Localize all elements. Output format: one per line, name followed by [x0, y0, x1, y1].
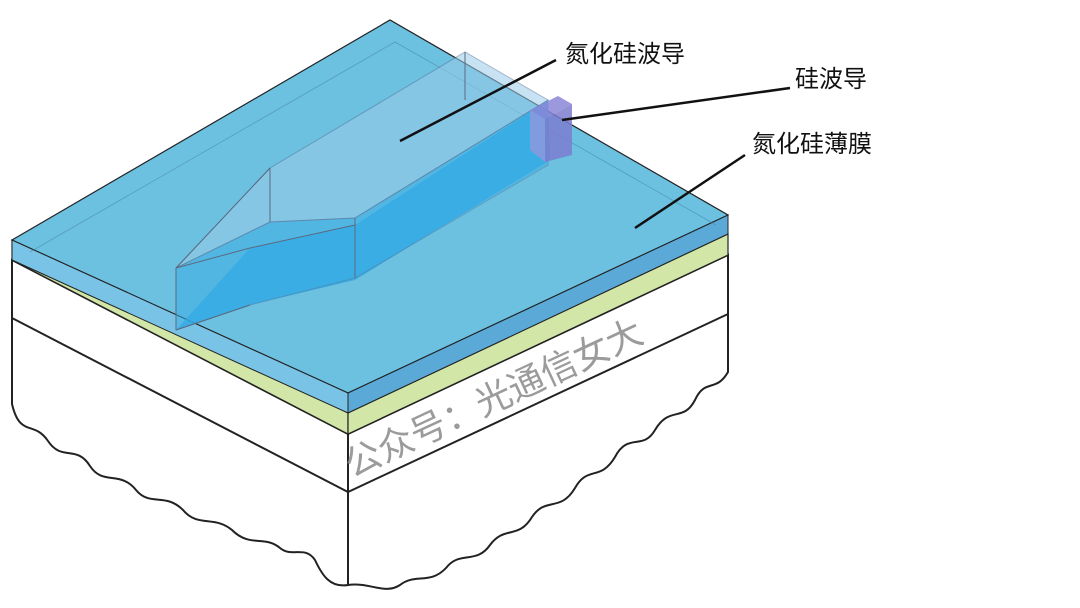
- waveguide-edges: [175, 52, 466, 331]
- si-waveguide-top: [530, 96, 572, 119]
- si-waveguide-side: [530, 110, 545, 162]
- cladding-inner-edges: [29, 41, 717, 253]
- sin-waveguide-block: [175, 51, 550, 331]
- substrate-left-face: [11, 258, 349, 587]
- leader-sin-waveguide: [399, 58, 557, 143]
- substrate-right-face: [347, 253, 729, 590]
- leader-lines: [399, 58, 791, 230]
- label-sin-waveguide: 氮化硅波导: [565, 40, 685, 68]
- label-sin-film: 氮化硅薄膜: [752, 130, 872, 158]
- substrate-interface-line: [11, 313, 729, 494]
- leader-si-waveguide: [561, 86, 791, 122]
- label-si-waveguide: 硅波导: [795, 65, 867, 93]
- leader-sin-film: [634, 153, 746, 230]
- substrate: [11, 253, 729, 590]
- cladding-right-face: [347, 214, 729, 414]
